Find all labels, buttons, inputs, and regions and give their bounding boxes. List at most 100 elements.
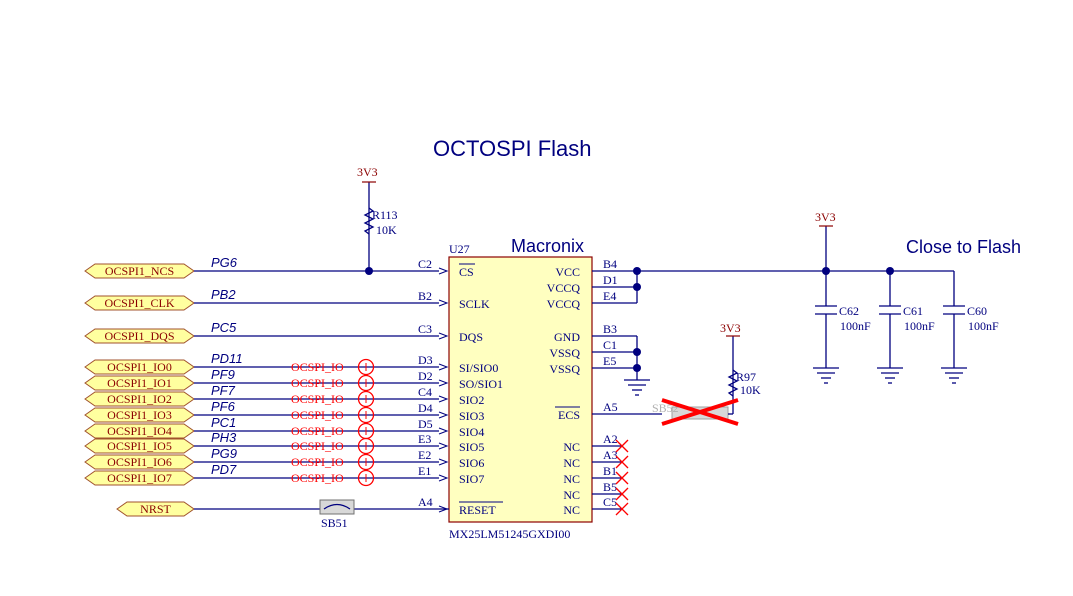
- pin-arrow: [438, 299, 449, 307]
- test-point-icon: [357, 358, 375, 376]
- no-connect-icon: [615, 439, 629, 453]
- pin-arrow: [438, 379, 449, 387]
- power-3v3-caps: 3V3: [815, 210, 836, 224]
- test-point-label: OCSPI_IO: [291, 439, 344, 453]
- pin-number: A3: [603, 448, 618, 462]
- pin-name: DQS: [459, 330, 483, 344]
- pin-number: E5: [603, 354, 616, 368]
- ic-body: [448, 256, 593, 523]
- net-label: PH3: [211, 430, 237, 445]
- no-connect-icon: [615, 455, 629, 469]
- net-label: PG9: [211, 446, 237, 461]
- ground-icon: [877, 367, 903, 384]
- ground-icon: [813, 367, 839, 384]
- pin-name: NC: [563, 440, 580, 454]
- pin-number: E4: [603, 289, 616, 303]
- net-label: PF6: [211, 399, 236, 414]
- pin-arrow: [438, 363, 449, 371]
- pin-name: SCLK: [459, 297, 490, 311]
- pin-arrow: [438, 442, 449, 450]
- net-label: PF7: [211, 383, 236, 398]
- pin-number: E3: [418, 432, 431, 446]
- net-label: PB2: [211, 287, 236, 302]
- pin-number: B1: [603, 464, 617, 478]
- net-label: PC1: [211, 415, 236, 430]
- pin-name: VCC: [555, 265, 580, 279]
- pin-name: VSSQ: [549, 362, 580, 376]
- ground-icon: [624, 379, 650, 396]
- pin-name: NC: [563, 472, 580, 486]
- port-label: OCSPI1_IO3: [107, 408, 172, 422]
- pin-number: C5: [603, 495, 617, 509]
- pin-name: SIO6: [459, 456, 484, 470]
- pin-arrow: [438, 427, 449, 435]
- power-3v3-r113: 3V3: [357, 165, 378, 179]
- pin-name: VCCQ: [547, 297, 581, 311]
- pin-number: C2: [418, 257, 432, 271]
- pin-name: ECS: [558, 408, 580, 422]
- resistor-r97: [727, 369, 739, 397]
- pin-arrow: [438, 474, 449, 482]
- test-point-label: OCSPI_IO: [291, 360, 344, 374]
- pin-name: VSSQ: [549, 346, 580, 360]
- pin-name: SI/SIO0: [459, 361, 498, 375]
- pin-name: GND: [554, 330, 580, 344]
- test-point-icon: [357, 437, 375, 455]
- note-close-to-flash: Close to Flash: [906, 237, 1021, 257]
- net-label: PD11: [211, 351, 243, 366]
- test-point-label: OCSPI_IO: [291, 471, 344, 485]
- right-pin-group: B4VCCD1VCCQE4VCCQB3GNDC1VSSQE5VSSQA5ECSA…: [547, 257, 629, 517]
- pin-number: D1: [603, 273, 618, 287]
- diagram-title: OCTOSPI Flash: [433, 136, 592, 161]
- ground-icon: [941, 367, 967, 384]
- port-label: OCSPI1_CLK: [104, 296, 174, 310]
- r113-ref: R113: [372, 208, 398, 222]
- pin-number: B2: [418, 289, 432, 303]
- pin-number: B4: [603, 257, 617, 271]
- left-pin-group: C2CSB2SCLKC3DQSD3SI/SIO0D2SO/SIO1C4SIO2D…: [418, 257, 503, 517]
- pin-name: NC: [563, 488, 580, 502]
- port-group: OCSPI1_NCSPG6OCSPI1_CLKPB2OCSPI1_DQSPC5O…: [84, 255, 439, 517]
- port-label: OCSPI1_IO7: [107, 471, 172, 485]
- test-point-icon: [357, 406, 375, 424]
- pin-number: C3: [418, 322, 432, 336]
- cap-value: 100nF: [840, 319, 871, 333]
- test-point-label: OCSPI_IO: [291, 455, 344, 469]
- cap-ref: C60: [967, 304, 987, 318]
- pin-number: A2: [603, 432, 618, 446]
- ic-ref: U27: [449, 242, 470, 256]
- cap-ref: C61: [903, 304, 923, 318]
- port-label: NRST: [140, 502, 171, 516]
- port-label: OCSPI1_IO6: [107, 455, 172, 469]
- net-label: PC5: [211, 320, 237, 335]
- pin-arrow: [438, 395, 449, 403]
- pin-name: SO/SIO1: [459, 377, 503, 391]
- cap-ref: C62: [839, 304, 859, 318]
- port-label: OCSPI1_IO2: [107, 392, 172, 406]
- pin-name: SIO4: [459, 425, 484, 439]
- test-point-icon: [357, 453, 375, 471]
- pin-number: E2: [418, 448, 431, 462]
- test-point-group: OCSPI_IOOCSPI_IOOCSPI_IOOCSPI_IOOCSPI_IO…: [291, 358, 375, 487]
- pin-name: NC: [563, 503, 580, 517]
- port-label: OCSPI1_IO0: [107, 360, 172, 374]
- pin-arrow: [438, 267, 449, 275]
- pin-number: A5: [603, 400, 618, 414]
- no-connect-icon: [615, 502, 629, 516]
- pin-name: SIO2: [459, 393, 484, 407]
- sb51-ref: SB51: [321, 516, 348, 530]
- pin-name: CS: [459, 265, 474, 279]
- pin-number: E1: [418, 464, 431, 478]
- power-3v3-r97: 3V3: [720, 321, 741, 335]
- pin-arrow: [438, 332, 449, 340]
- pin-number: A4: [418, 495, 433, 509]
- net-label: PF9: [211, 367, 235, 382]
- ic-maker: Macronix: [511, 236, 584, 256]
- test-point-label: OCSPI_IO: [291, 424, 344, 438]
- net-label: PG6: [211, 255, 238, 270]
- pin-name: SIO3: [459, 409, 484, 423]
- pin-number: B3: [603, 322, 617, 336]
- test-point-label: OCSPI_IO: [291, 408, 344, 422]
- pin-arrow: [438, 411, 449, 419]
